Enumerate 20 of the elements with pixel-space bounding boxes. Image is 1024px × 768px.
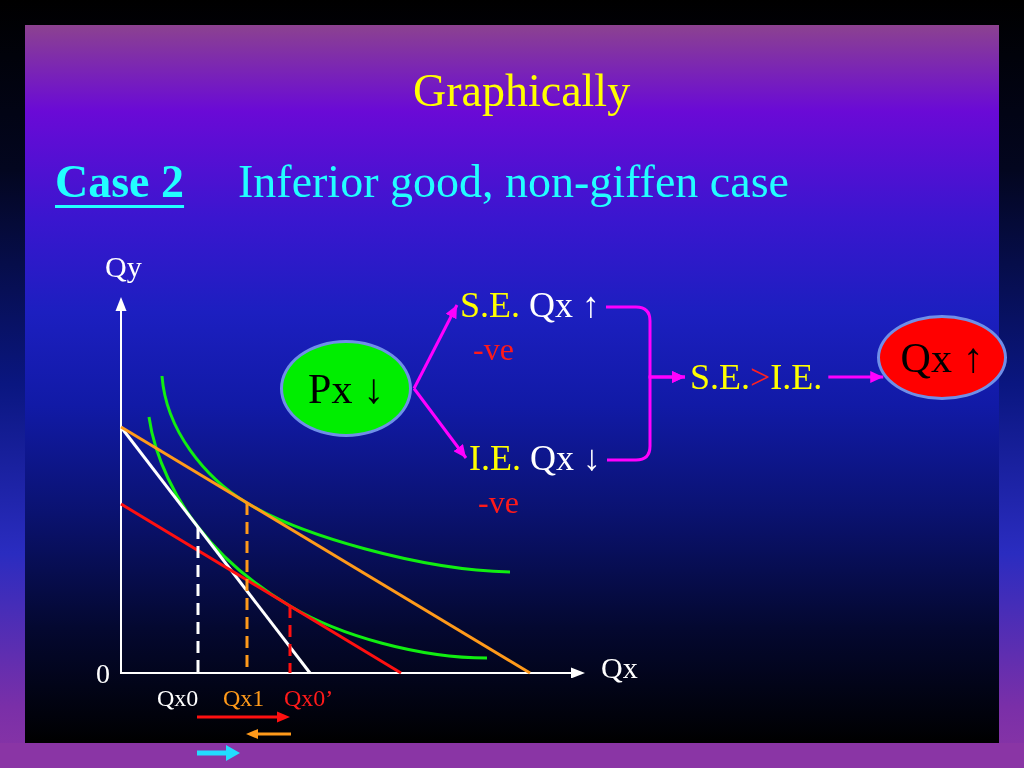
effect-label: S.E. Qx ↑ [460,285,600,325]
axis-label: Qy [105,250,142,284]
case-heading: Case 2 [55,156,185,208]
bracket-arrow [607,371,685,462]
sign-note: -ve [478,484,519,520]
sign-note: -ve [473,331,514,367]
origin-label: 0 [96,658,110,690]
quantity-label: Qx0 [157,684,199,712]
node-label: Qx ↑ [900,333,984,382]
arrow [828,371,884,383]
arrow [412,387,468,459]
case-description: Inferior good, non-giffen case [238,156,789,208]
quantity-label: Qx0’ [284,684,334,712]
quantity-label: Qx1 [223,684,265,712]
comparison-label: S.E.>I.E. [690,357,823,397]
slide-title: Graphically [413,65,631,117]
node-label: Px ↓ [308,364,384,413]
effect-label: I.E. Qx ↓ [469,438,601,478]
arrow [412,304,459,390]
axis-label: Qx [601,651,638,685]
